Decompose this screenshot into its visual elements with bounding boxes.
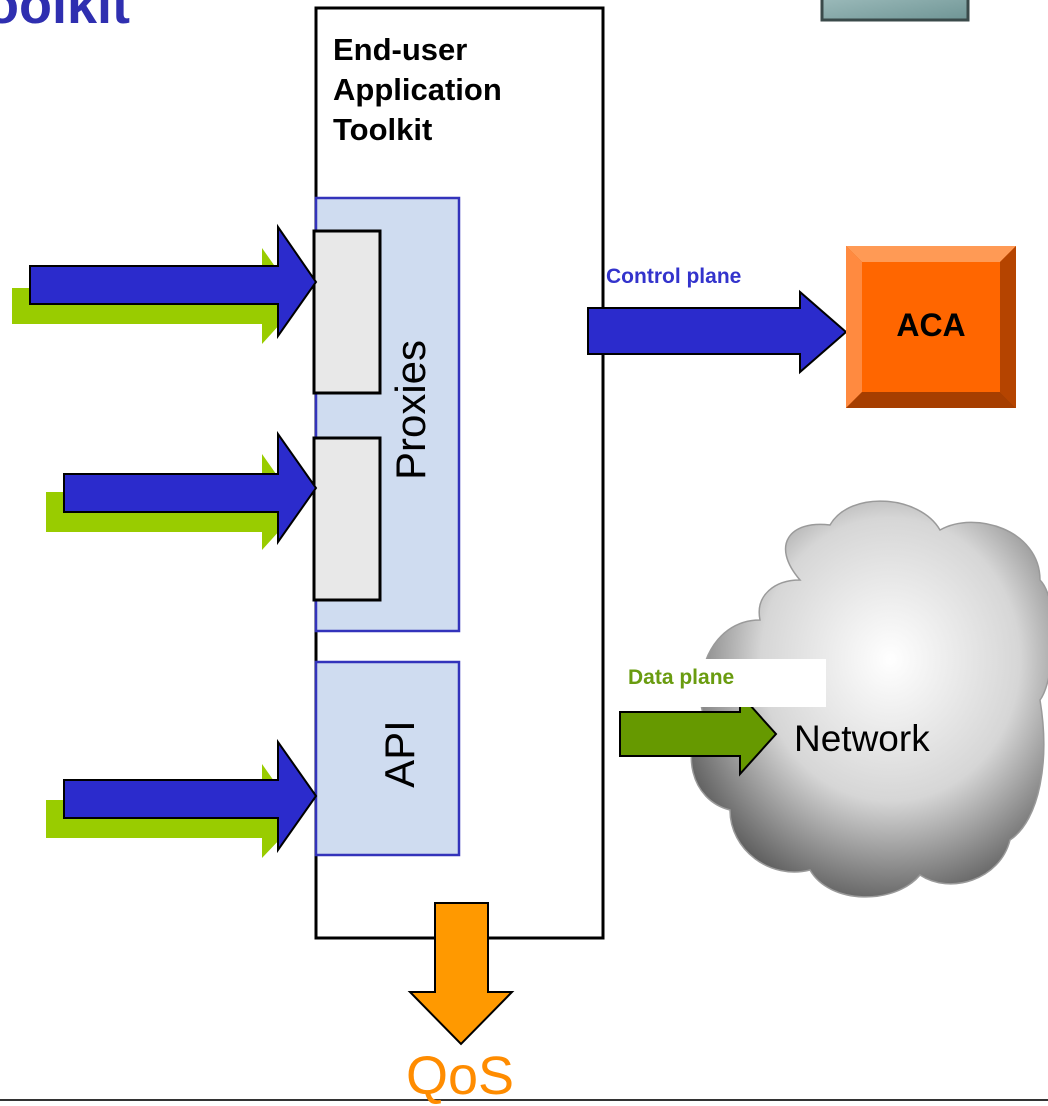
thumbnail-image <box>820 0 970 22</box>
toolkit-title: End-user Application Toolkit <box>333 30 593 150</box>
proxy-slot-1 <box>312 229 382 395</box>
api-panel <box>314 660 461 857</box>
input-arrow-2 <box>46 430 318 550</box>
toolkit-title-line-1: End-user <box>333 32 468 67</box>
data-plane-label: Data plane <box>620 659 826 707</box>
page-title: oolkit <box>0 0 130 35</box>
aca-box <box>846 246 1016 408</box>
input-arrow-1 <box>12 223 318 344</box>
control-plane-arrow <box>587 289 848 375</box>
qos-label: QoS <box>405 1046 515 1106</box>
toolkit-title-line-2: Application <box>333 72 502 107</box>
toolkit-title-line-3: Toolkit <box>333 112 433 147</box>
aca-label: ACA <box>896 307 966 343</box>
qos-arrow <box>407 902 515 1046</box>
input-arrow-3 <box>46 738 318 858</box>
proxy-slot-2 <box>312 436 382 602</box>
data-plane-arrow <box>619 691 778 777</box>
proxies-label: Proxies <box>387 339 434 481</box>
control-plane-label: Control plane <box>606 265 742 288</box>
network-label: Network <box>794 718 930 759</box>
api-label: API <box>376 720 423 788</box>
